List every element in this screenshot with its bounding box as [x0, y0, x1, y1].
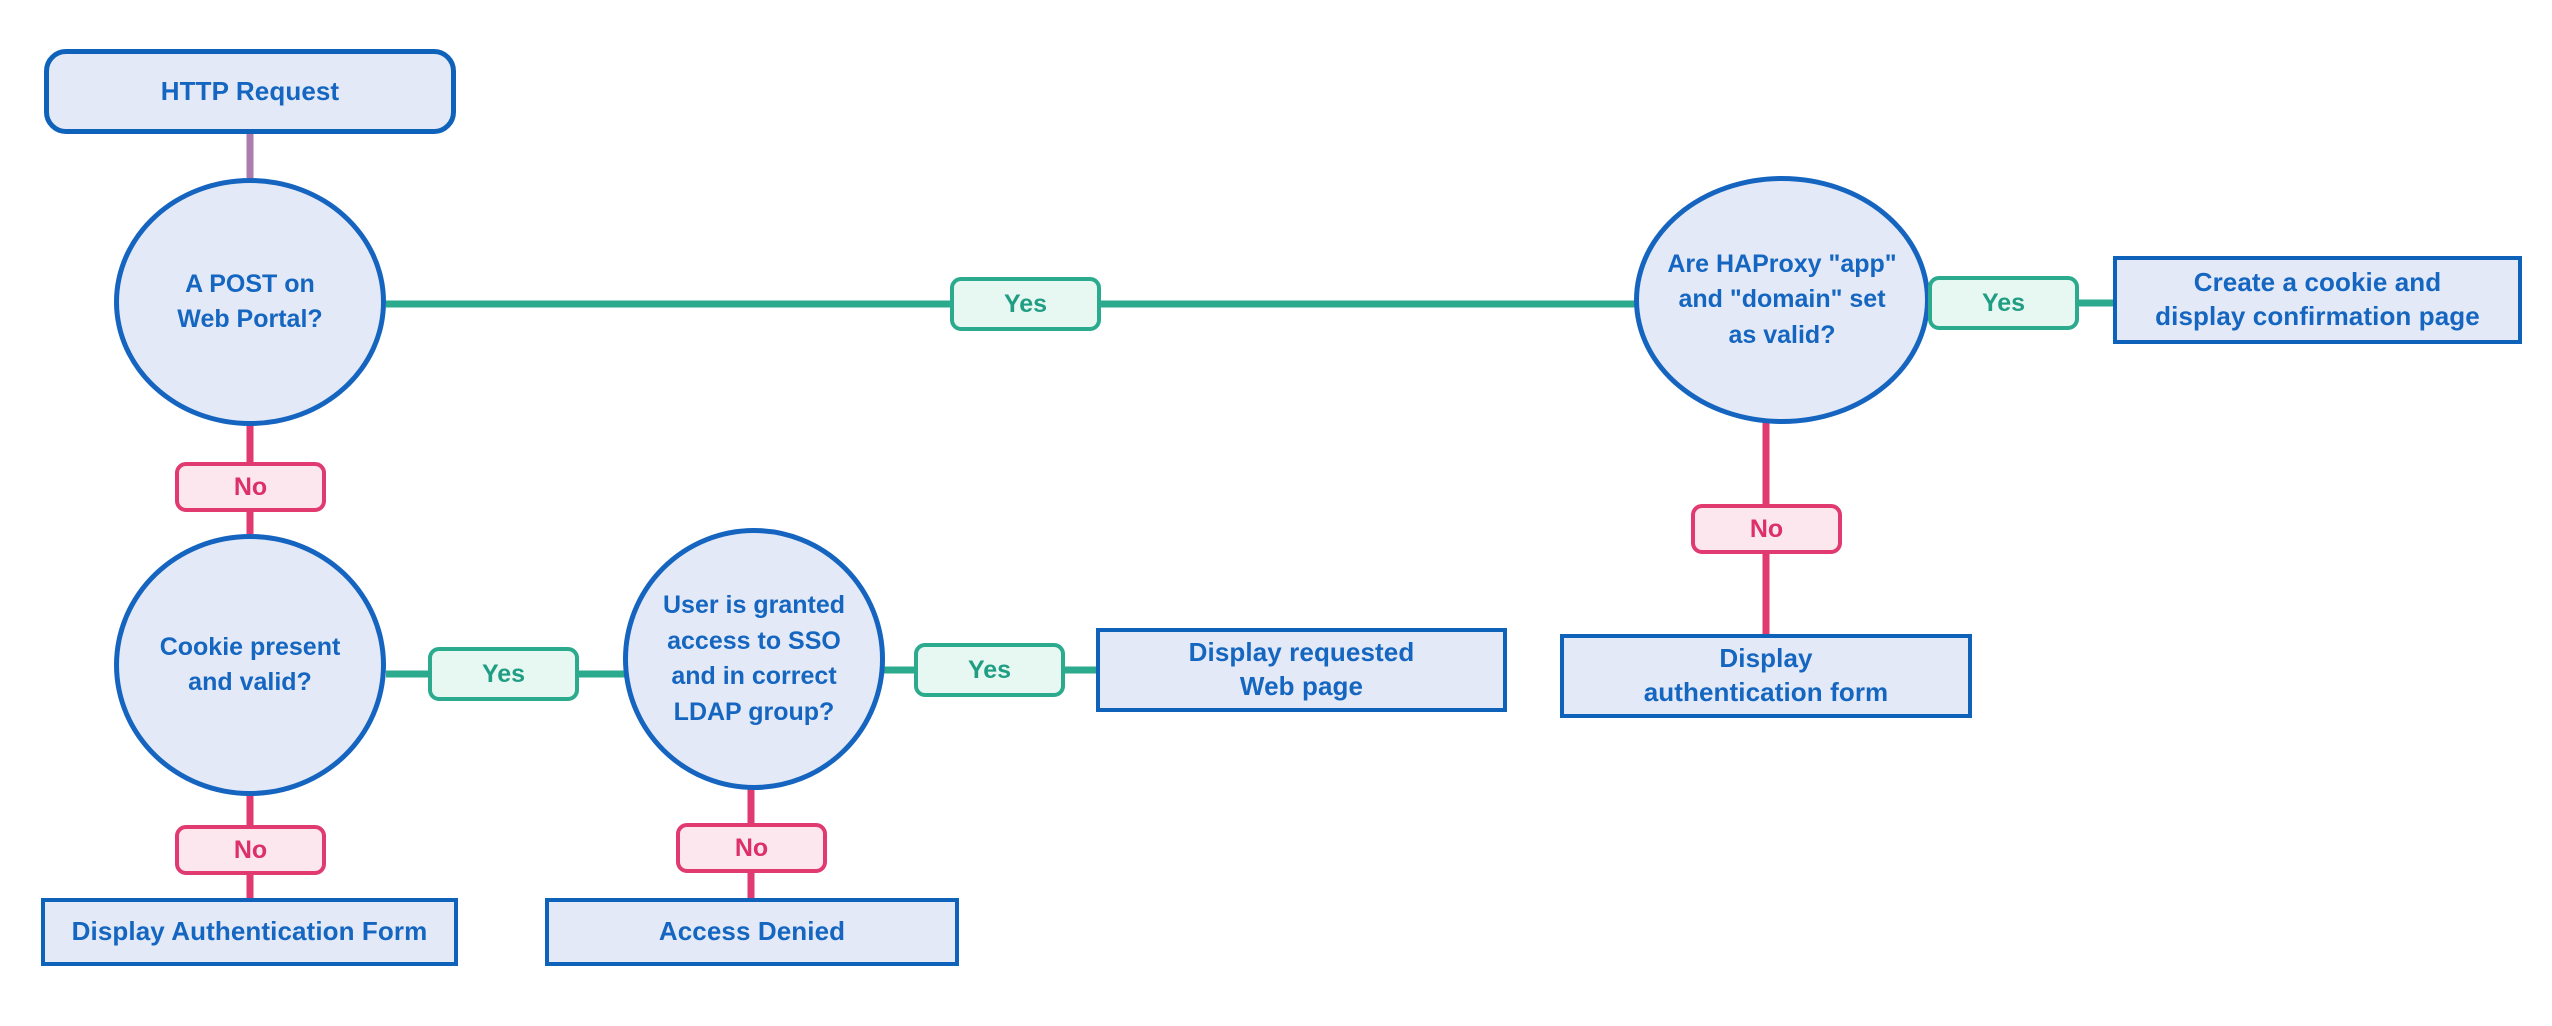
- node-create-cookie-confirmation-page[interactable]: Create a cookie and display confirmation…: [2113, 256, 2522, 344]
- edge-label-post-no[interactable]: No: [175, 462, 326, 512]
- node-user-granted-sso-ldap[interactable]: User is granted access to SSO and in cor…: [623, 528, 885, 790]
- node-display-authentication-form-left[interactable]: Display Authentication Form: [41, 898, 458, 966]
- node-haproxy-app-domain-valid[interactable]: Are HAProxy "app" and "domain" set as va…: [1634, 176, 1930, 424]
- node-display-authentication-form-right[interactable]: Display authentication form: [1560, 634, 1972, 718]
- edge-label-haproxy-yes[interactable]: Yes: [1928, 276, 2079, 330]
- edge-label-ldap-yes[interactable]: Yes: [914, 643, 1065, 697]
- edge-label-haproxy-no[interactable]: No: [1691, 504, 1842, 554]
- node-http-request[interactable]: HTTP Request: [44, 49, 456, 134]
- node-access-denied[interactable]: Access Denied: [545, 898, 959, 966]
- edge-label-post-yes[interactable]: Yes: [950, 277, 1101, 331]
- node-post-on-web-portal[interactable]: A POST on Web Portal?: [114, 178, 386, 426]
- node-cookie-present-and-valid[interactable]: Cookie present and valid?: [114, 534, 386, 796]
- edge-label-cookie-no[interactable]: No: [175, 825, 326, 875]
- node-display-requested-web-page[interactable]: Display requested Web page: [1096, 628, 1507, 712]
- edge-label-ldap-no[interactable]: No: [676, 823, 827, 873]
- edge-label-cookie-yes[interactable]: Yes: [428, 647, 579, 701]
